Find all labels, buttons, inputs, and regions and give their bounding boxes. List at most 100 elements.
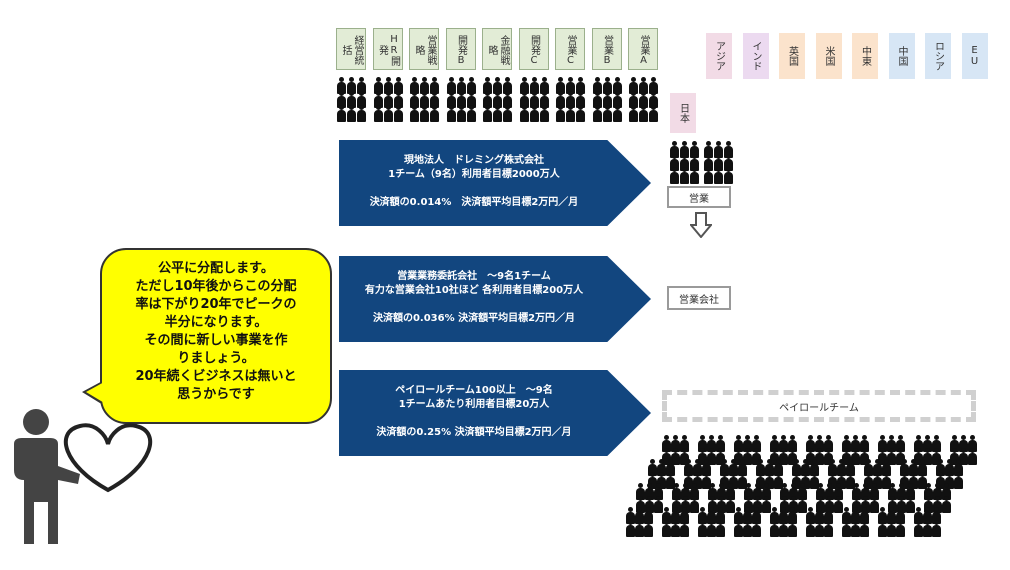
person-icon: [639, 77, 648, 94]
person-icon: [626, 507, 635, 524]
person-icon: [707, 507, 716, 524]
person-icon: [765, 472, 774, 489]
person-icon: [707, 520, 716, 537]
person-icon: [393, 91, 403, 108]
speech-line: りましょう。: [177, 351, 255, 366]
team-label: 開発B: [445, 28, 476, 70]
team-people: [519, 70, 551, 124]
person-icon: [851, 448, 860, 465]
person-icon: [644, 507, 653, 524]
payroll-crowd: [620, 428, 990, 546]
person-icon: [654, 483, 663, 500]
person-icon: [779, 435, 788, 452]
person-icon: [347, 77, 356, 94]
person-icon: [810, 459, 819, 476]
person-icon: [635, 520, 644, 537]
person-icon: [662, 448, 671, 465]
person-icon: [446, 77, 456, 94]
person-icon: [945, 472, 954, 489]
person-icon: [942, 483, 951, 500]
person-icon: [629, 105, 638, 122]
person-icon: [933, 483, 942, 500]
person-icon: [932, 448, 941, 465]
person-icon: [503, 91, 512, 108]
person-icon: [900, 459, 909, 476]
person-icon: [801, 459, 810, 476]
person-icon: [654, 496, 663, 513]
person-icon: [936, 459, 945, 476]
person-icon: [765, 459, 774, 476]
person-icon: [860, 435, 869, 452]
payroll-team-group: [648, 458, 678, 492]
person-icon: [666, 459, 675, 476]
person-icon: [936, 472, 945, 489]
payroll-team-group: [662, 506, 692, 540]
speech-line: 思うからです: [177, 387, 255, 402]
person-icon: [897, 483, 906, 500]
person-icon: [680, 154, 689, 171]
payroll-team-group: [734, 434, 764, 468]
person-icon: [556, 91, 565, 108]
person-icon: [834, 496, 843, 513]
person-icon: [707, 448, 716, 465]
person-icon: [430, 91, 439, 108]
person-icon: [503, 77, 512, 94]
team-column: 金融戦略: [482, 28, 514, 124]
speech-line: 20年続くビジネスは無いと: [135, 369, 297, 384]
person-icon: [752, 448, 761, 465]
person-icon: [896, 507, 905, 524]
payroll-team-group: [842, 506, 872, 540]
team-people: [555, 70, 587, 124]
person-icon: [704, 154, 713, 171]
person-icon: [968, 448, 977, 465]
person-icon: [707, 435, 716, 452]
team-label: 営業C: [555, 28, 585, 70]
person-icon: [716, 507, 725, 524]
sales-company-box: 営業会社: [667, 286, 731, 310]
person-icon: [815, 435, 824, 452]
person-icon: [576, 91, 585, 108]
person-icon: [896, 435, 905, 452]
team-label: 営業A: [628, 28, 658, 70]
person-icon: [932, 435, 941, 452]
person-icon: [806, 448, 815, 465]
person-icon: [420, 91, 429, 108]
person-icon: [788, 520, 797, 537]
person-icon: [738, 459, 747, 476]
person-icon: [466, 91, 476, 108]
person-icon: [762, 483, 771, 500]
person-icon: [860, 520, 869, 537]
person-icon: [493, 77, 502, 94]
person-icon: [483, 91, 492, 108]
person-icon: [870, 483, 879, 500]
person-icon: [483, 77, 492, 94]
person-icon: [466, 105, 476, 122]
person-icon: [959, 435, 968, 452]
person-icon: [539, 77, 549, 94]
person-icon: [629, 91, 638, 108]
person-icon: [670, 154, 679, 171]
person-icon: [743, 435, 752, 452]
person-icon: [780, 483, 789, 500]
team-column: 経営統括: [336, 28, 368, 124]
team-label: HR開発: [372, 28, 403, 70]
country-japan: 日本: [670, 93, 696, 133]
person-icon: [816, 483, 825, 500]
person-icon: [446, 105, 456, 122]
person-icon: [690, 141, 699, 158]
speech-line: 半分になります。: [164, 315, 268, 330]
person-icon: [743, 448, 752, 465]
person-icon: [864, 459, 873, 476]
person-icon: [337, 105, 346, 122]
payroll-team-group: [828, 458, 858, 492]
person-icon: [357, 105, 366, 122]
person-icon: [878, 435, 887, 452]
person-icon: [792, 472, 801, 489]
person-icon: [824, 435, 833, 452]
person-icon: [923, 448, 932, 465]
person-icon: [680, 448, 689, 465]
person-icon: [914, 520, 923, 537]
person-icon: [666, 472, 675, 489]
person-icon: [704, 141, 713, 158]
country-label: EU: [961, 33, 988, 79]
